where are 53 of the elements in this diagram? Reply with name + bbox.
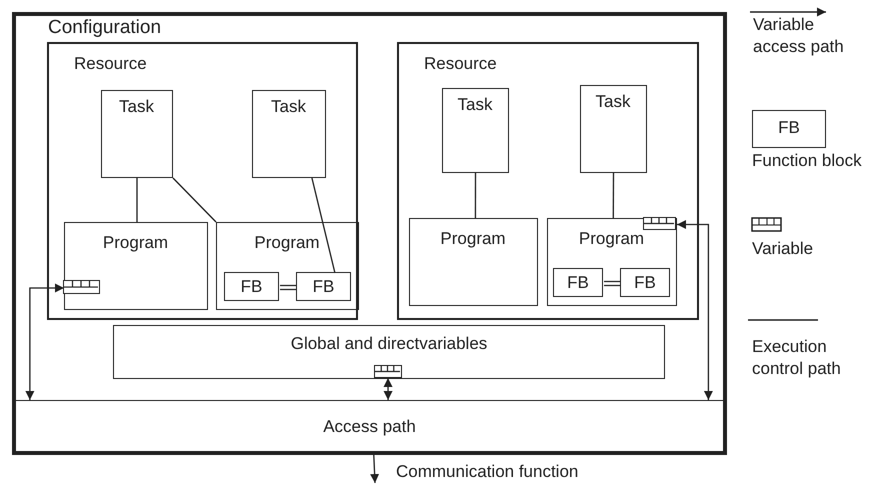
connector-line [474,173,476,218]
program-box [408,218,538,306]
connector-line [603,280,622,286]
arrow [370,454,380,484]
task-box [252,90,326,178]
resource-box [47,42,358,320]
connector-line [136,178,138,222]
note-text: Communication function [396,461,578,483]
arrow [25,284,64,400]
legend-text: Variable [752,238,814,260]
arrow [677,220,713,400]
legend-text: Function block [752,150,862,172]
variable-icon [374,364,402,378]
box-label: FB [240,277,262,297]
variables-box [113,325,665,379]
box-label: Program [440,228,506,248]
box-label: Global and directvariables [290,334,488,354]
connector-line [311,178,336,274]
program-box [216,222,358,310]
program-box [546,218,676,306]
box-label: FB [567,273,589,293]
program-box [64,222,208,310]
legend-block-sample: FB [752,110,826,148]
connector-line [279,284,298,290]
box-title: Resource [74,54,147,74]
resource-box [397,42,699,320]
box-label: Program [578,228,644,248]
box-title: Configuration [48,18,162,38]
box-label: Program [102,232,168,252]
configuration-box [12,12,727,455]
legend-text: Variable access path [753,14,845,58]
connector-line [172,178,216,222]
box-label: FB [312,277,334,297]
box-title: Resource [424,54,497,74]
function-block-box [296,272,351,301]
function-block-box [224,272,279,301]
variable-icon [643,217,676,230]
box-label: Access path [323,417,416,437]
connector-line [612,173,614,218]
function-block-box [620,268,670,297]
task-box [580,84,646,172]
function-block-box [553,268,603,297]
box-label: Task [119,96,154,116]
legend-text: Execution control path [752,336,842,380]
variable-icon [63,280,100,294]
arrow [384,378,393,400]
box-label: Task [458,94,492,114]
task-box [100,90,172,178]
box-label: Task [596,92,630,112]
box-label: Task [271,96,306,116]
task-box [442,88,508,172]
box-label: FB [634,273,656,293]
box-label: Program [254,232,320,252]
